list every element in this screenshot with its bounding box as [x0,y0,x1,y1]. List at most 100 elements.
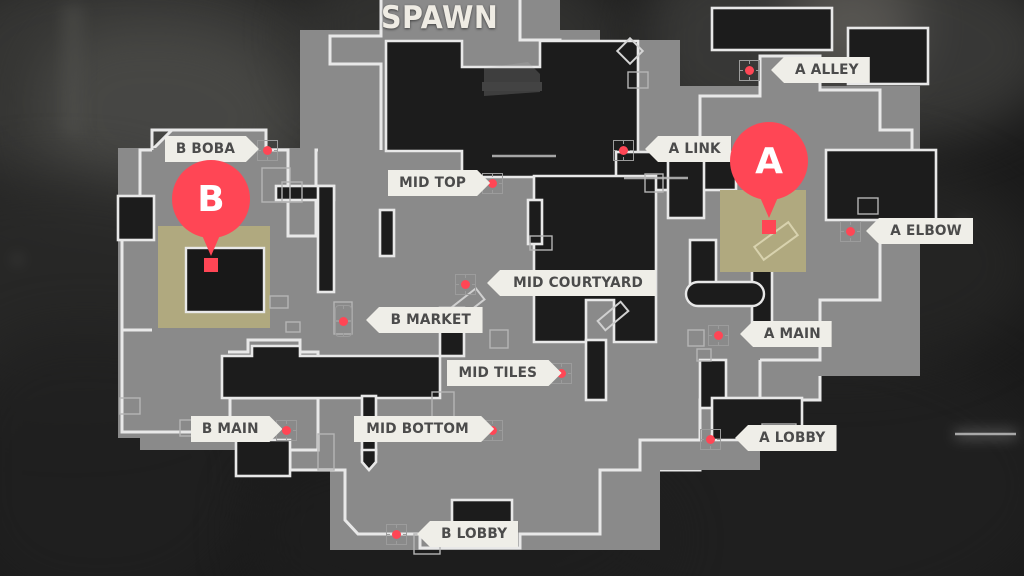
marker-nub [274,149,278,152]
marker-nub [386,533,390,536]
marker-nub [257,149,261,152]
spike-marker-a-alley [739,60,760,81]
marker-nub [472,283,476,286]
callout-sign-a-main[interactable]: A MAIN [740,321,832,347]
marker-nub [709,446,712,450]
marker-dot [745,66,754,75]
callout-label: B MAIN [201,420,259,437]
map-thin-details [119,71,879,555]
marker-nub [748,60,751,64]
marker-nub [395,524,398,528]
marker-nub [717,438,721,441]
callout-label: MID TOP [399,174,467,191]
marker-nub [403,533,407,536]
callout-sign-a-elbow[interactable]: A ELBOW [866,218,974,244]
marker-nub [455,283,459,286]
callout-label: A LINK [668,140,721,157]
callout-sign-a-alley[interactable]: A ALLEY [771,57,870,83]
pin-spike-dot [204,258,218,272]
marker-nub [849,238,852,242]
callout-label: B MARKET [390,311,471,328]
map-walls [116,6,938,536]
marker-nub [491,173,494,177]
marker-nub [622,157,625,161]
callout-sign-a-lobby[interactable]: A LOBBY [735,425,837,451]
spike-marker-a-link [613,140,634,161]
map-hairlines [492,154,1016,436]
marker-nub [285,437,288,441]
callout-sign-mid-courtyard[interactable]: MID COURTYARD [487,270,657,296]
callout-sign-mid-bottom[interactable]: MID BOTTOM [354,416,494,442]
marker-nub [630,149,634,152]
marker-nub [756,69,760,72]
callout-label: A ALLEY [795,61,859,78]
pin-balloon [730,122,808,200]
spike-marker-a-elbow [840,221,861,242]
callout-label: MID TILES [458,364,538,381]
marker-nub [708,334,712,337]
marker-nub [491,437,494,441]
marker-nub [748,77,751,81]
marker-dot [846,227,855,236]
marker-nub [293,429,297,432]
callout-sign-mid-tiles[interactable]: MID TILES [447,360,562,386]
marker-nub [342,305,345,309]
marker-nub [499,182,503,185]
callout-sign-b-main[interactable]: B MAIN [191,416,282,442]
callout-label: A ELBOW [890,222,962,239]
marker-dot [263,146,272,155]
callout-sign-a-link[interactable]: A LINK [645,136,732,162]
callout-label: MID COURTYARD [513,274,644,291]
marker-nub [849,221,852,225]
site-pin-a[interactable]: A [730,122,808,234]
callout-label: A LOBBY [759,429,826,446]
marker-nub [700,438,704,441]
marker-nub [857,230,861,233]
marker-nub [560,363,563,367]
marker-nub [499,429,503,432]
callout-label: B LOBBY [441,525,508,542]
marker-nub [739,69,743,72]
marker-dot [461,280,470,289]
callout-label: B BOBA [175,140,236,157]
marker-dot [488,179,497,188]
map-site-detail [184,36,800,332]
callout-sign-b-market[interactable]: B MARKET [366,307,483,333]
marker-nub [491,190,494,194]
marker-nub [613,149,617,152]
marker-nub [464,274,467,278]
marker-dot [714,331,723,340]
site-pin-b[interactable]: B [172,160,250,272]
bg-speck [15,257,20,262]
marker-nub [709,429,712,433]
marker-nub [622,140,625,144]
pin-balloon [172,160,250,238]
marker-nub [335,320,339,322]
marker-dot [706,435,715,444]
callout-label: A MAIN [763,325,821,342]
marker-nub [568,372,572,375]
bg-ladder [62,5,84,135]
callout-label: MID BOTTOM [366,420,469,437]
marker-nub [717,325,720,329]
callout-sign-b-boba[interactable]: B BOBA [165,136,259,162]
callout-sign-mid-top[interactable]: MID TOP [388,170,490,196]
pin-letter: A [755,140,783,182]
spike-marker-a-main [708,325,729,346]
marker-nub [491,420,494,424]
marker-nub [348,320,352,322]
marker-dot [619,146,628,155]
spike-marker-b-market [335,305,352,337]
marker-nub [395,541,398,545]
pin-letter: B [197,178,225,220]
marker-nub [285,420,288,424]
marker-nub [464,291,467,295]
pin-spike-dot [762,220,776,234]
spawn-logo [482,62,542,96]
marker-dot [392,530,401,539]
spike-marker-b-lobby [386,524,407,545]
callout-sign-b-lobby[interactable]: B LOBBY [417,521,519,547]
